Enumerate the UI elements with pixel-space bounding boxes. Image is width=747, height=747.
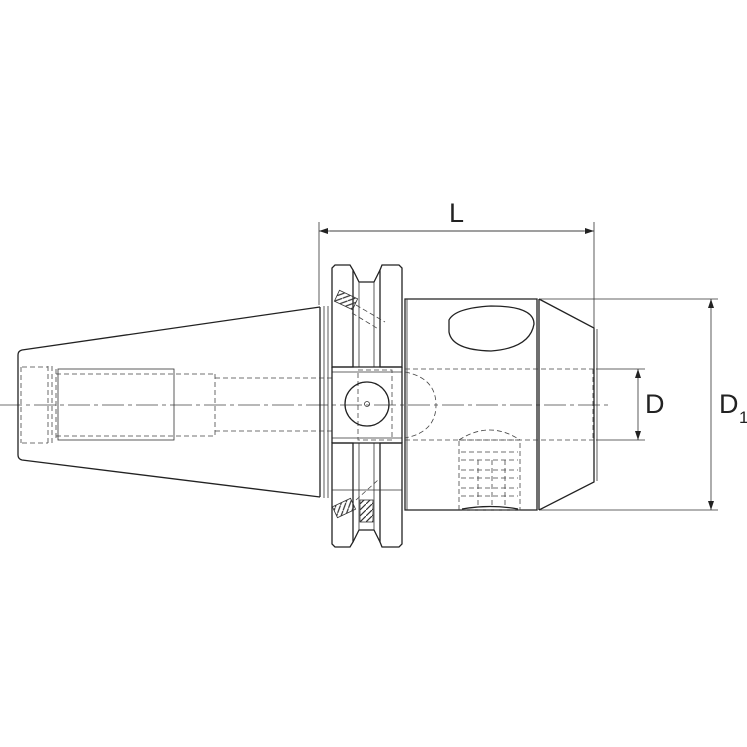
key-drive-slot [344, 381, 390, 427]
holder-body [404, 298, 598, 511]
set-screw-top [333, 289, 386, 331]
bore-label: D [645, 389, 665, 419]
set-screw-bottom [331, 479, 379, 523]
clamping-screw-recess [448, 305, 535, 352]
length-label: L [449, 198, 464, 228]
dimension-bore: D [596, 368, 665, 441]
dimension-outer-diameter: D 1 [540, 298, 747, 511]
outer-diameter-subscript: 1 [739, 408, 747, 427]
threaded-hole [458, 429, 521, 511]
outer-diameter-label: D [719, 389, 739, 419]
taper-shank [17, 306, 335, 498]
dimension-length: L [318, 198, 595, 330]
flange [331, 264, 403, 548]
